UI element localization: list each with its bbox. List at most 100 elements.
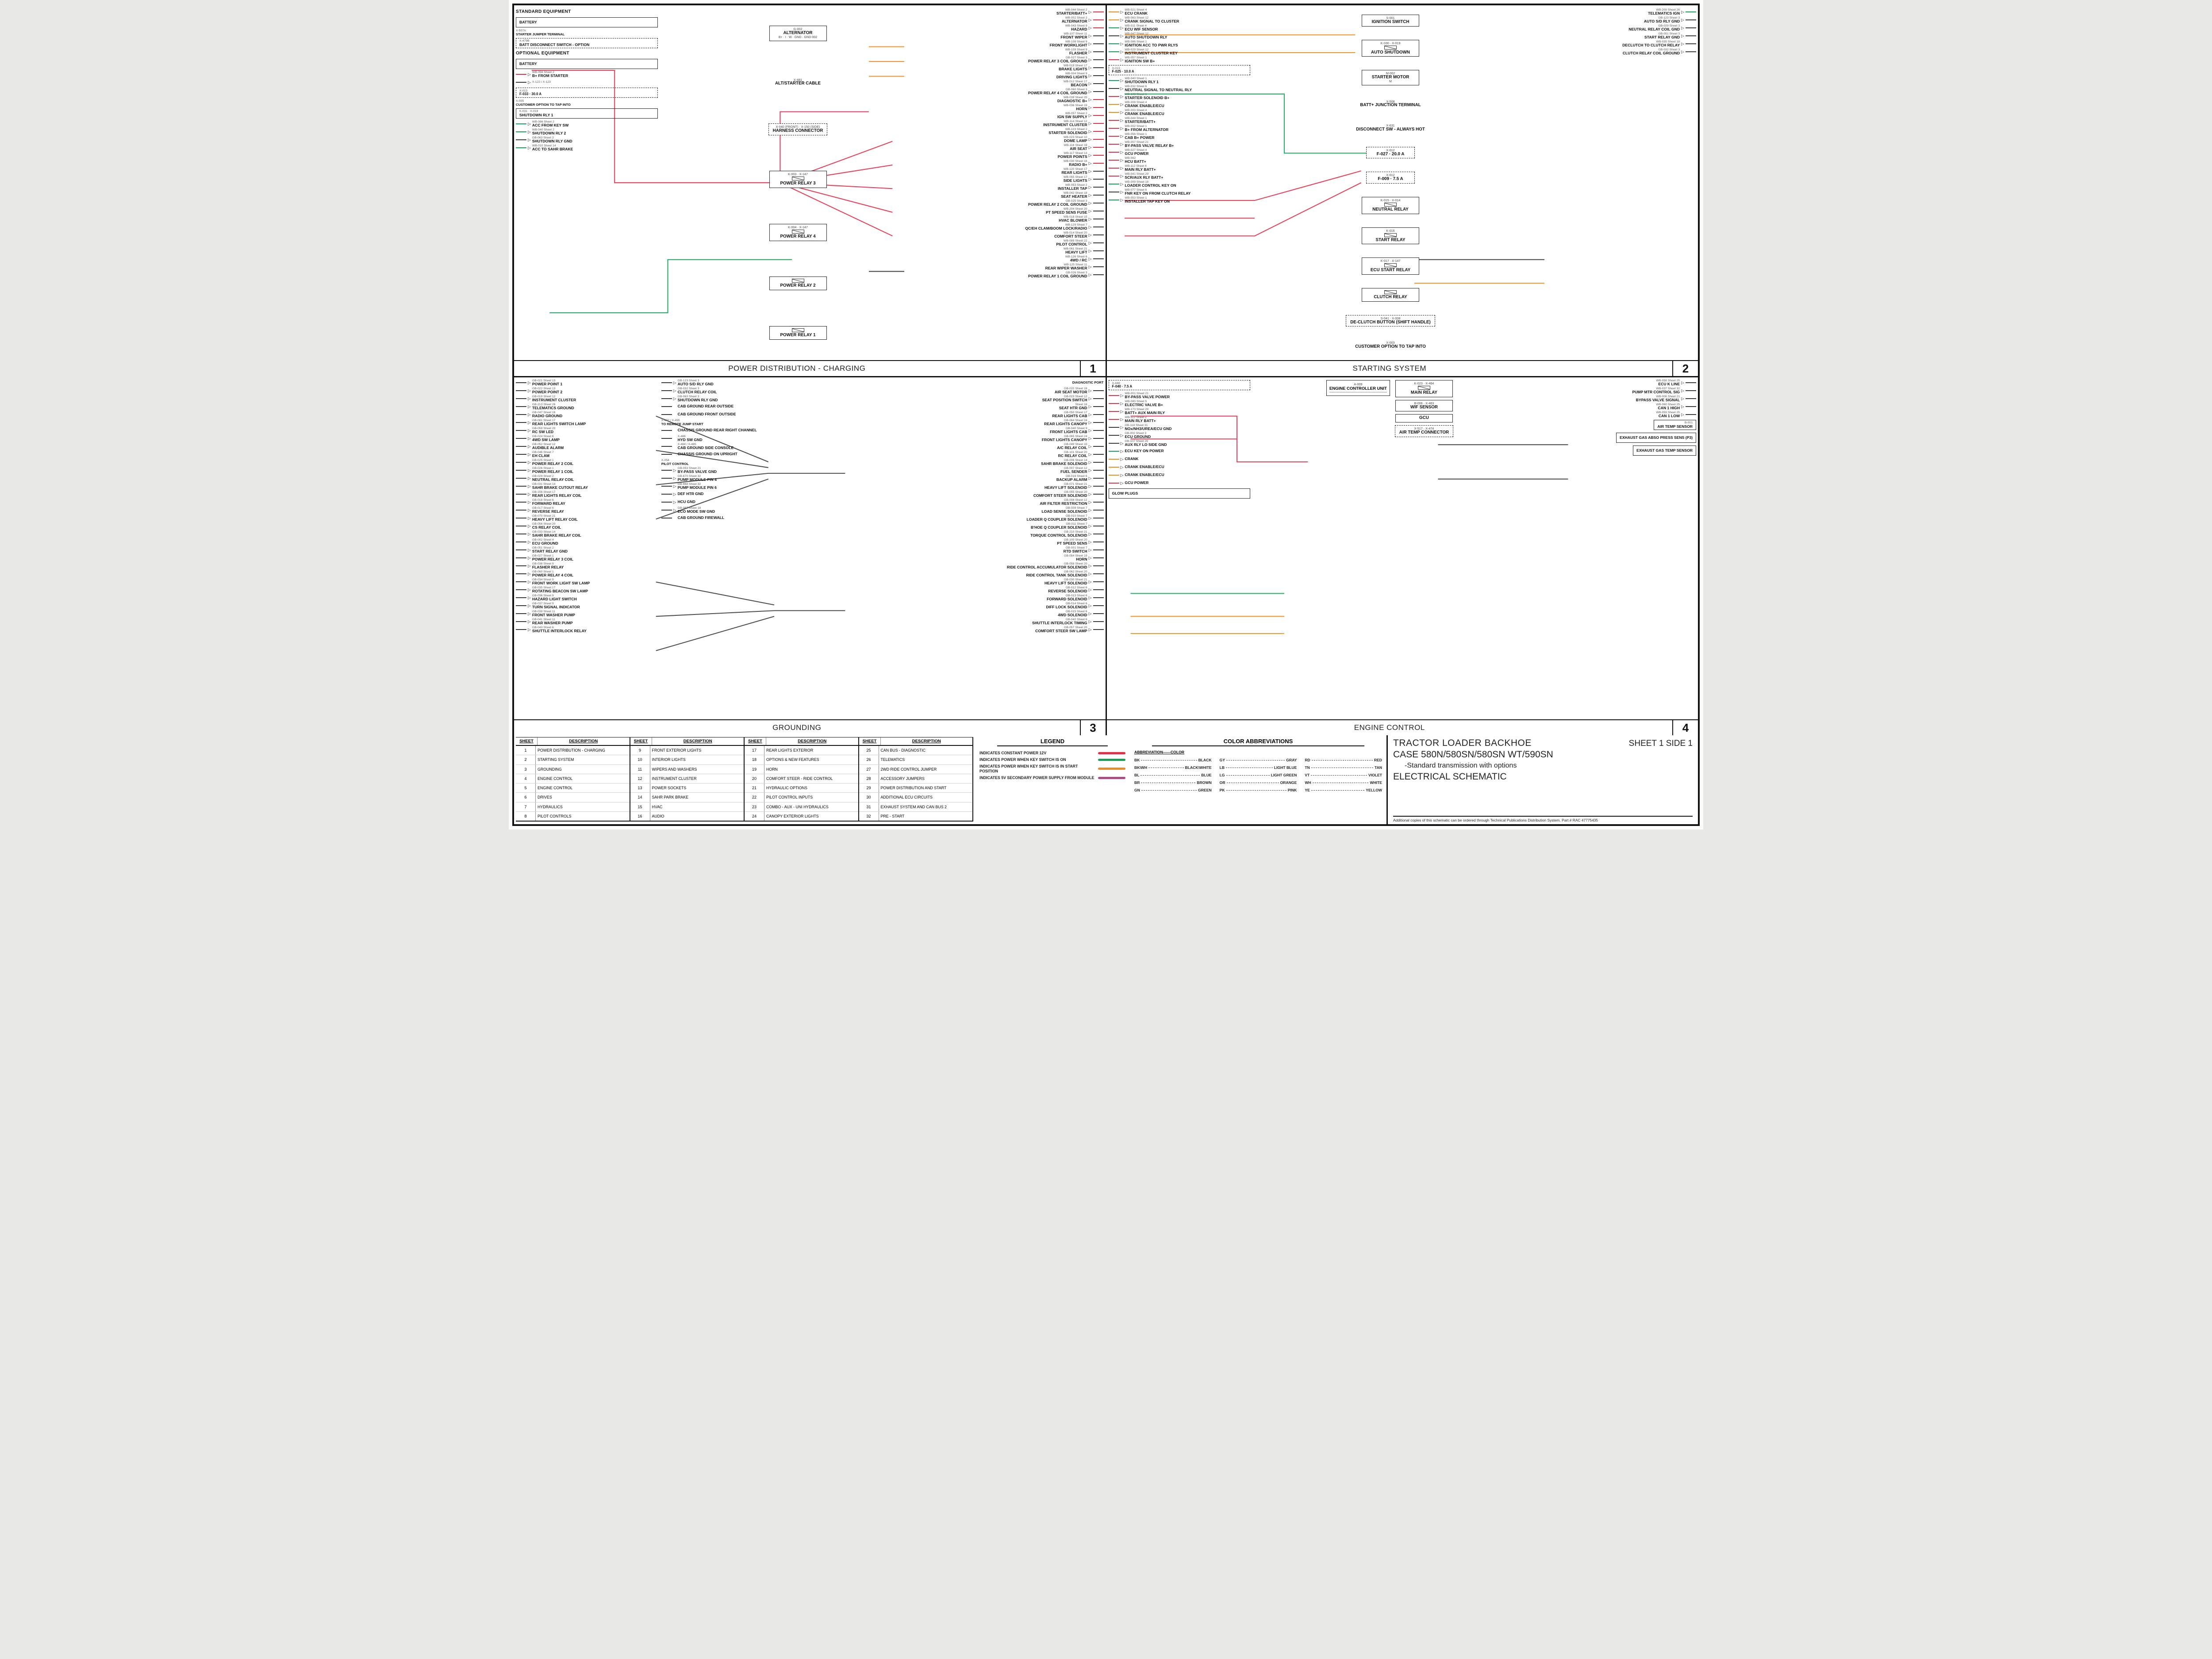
- wire-lead: [1093, 541, 1104, 543]
- terminal-meta: GB-027 Sheet 3: [1066, 56, 1087, 59]
- terminal-label: EXHAUST GAS ABSO PRESS SENS (P3): [1620, 435, 1693, 440]
- connector-arrow-icon: ▷: [528, 80, 531, 84]
- terminal-sheet-ref: Sheet 25: [1667, 379, 1680, 382]
- schematic-terminal: ▷ WB-056 Sheet 2 B+ FROM STARTER: [516, 71, 658, 78]
- terminal-meta: WB-012 Sheet 17: [1064, 80, 1087, 83]
- terminal-sheet-ref: Sheet 6: [543, 434, 554, 438]
- terminal-code: GB-107: [1125, 439, 1135, 443]
- connector-arrow-icon: ▷: [1088, 264, 1092, 269]
- terminal-sheet-ref: Sheet 9: [543, 578, 554, 581]
- terminal-sheet-ref: Sheet 2: [1077, 127, 1087, 131]
- terminal-sheet-ref: Sheet 12: [1075, 119, 1087, 123]
- terminal-label: REAR LIGHTS SWITCH LAMP: [532, 422, 586, 426]
- terminal-label: CAB B+ POWER: [1125, 135, 1155, 140]
- connector-arrow-icon: ▷: [1120, 472, 1124, 477]
- terminal-label: ECU CRANK: [1125, 11, 1148, 16]
- component-box: B-006 · X-463 WIF SENSOR: [1395, 399, 1453, 412]
- terminal-label: SAHR BRAKE RELAY COIL: [532, 533, 581, 538]
- terminal-label: F-025 · 10.0 A: [1112, 69, 1134, 73]
- description-col-header: DESCRIPTION: [569, 739, 598, 744]
- terminal-label: HORN: [1076, 107, 1087, 111]
- schematic-terminal: ▷ GB-006 Sheet 14 SAHR BRAKE SOLENOID: [1041, 459, 1104, 466]
- color-abbr: LB: [1219, 765, 1225, 770]
- terminal-meta: WB-120 Sheet 17: [1064, 168, 1087, 171]
- component-name: DISCONNECT SW - ALWAYS HOT: [1356, 127, 1425, 132]
- terminal-label: STARTER SOLENOID B+: [1125, 96, 1170, 100]
- connector-arrow-icon: ▷: [1088, 41, 1092, 46]
- terminal-sheet-ref: Sheet 6: [543, 626, 554, 629]
- schematic-terminal: ▷ GB-034 Sheet 9 FRONT WORK LIGHT SW LAM…: [516, 578, 658, 586]
- connector-arrow-icon: ▷: [528, 436, 531, 441]
- connector-arrow-icon: ▷: [1088, 468, 1092, 472]
- dotted-leader: [1226, 790, 1286, 791]
- description-col-header: DESCRIPTION: [683, 739, 712, 744]
- terminal-meta: GB-043 Sheet 6: [532, 626, 587, 629]
- terminal-meta: GB-023 Sheet 12: [1064, 395, 1087, 398]
- sheet-index-row: 18 OPTIONS & NEW FEATURES: [745, 755, 858, 764]
- terminal-label: BACKUP ALARM: [1056, 477, 1087, 482]
- terminal-sheet-ref: Sheet 7: [1077, 514, 1087, 518]
- schematic-terminal: ▷ HCU GND: [661, 499, 695, 506]
- terminal-label: BRAKE LIGHTS: [1059, 67, 1087, 72]
- connector-arrow-icon: ▷: [1120, 157, 1124, 162]
- sheet-description: POWER SOCKETS: [652, 786, 687, 791]
- connector-arrow-icon: ▷: [1120, 41, 1124, 46]
- schematic-terminal: ▷ Sheet 18 SEAT HTR GND: [1059, 403, 1104, 411]
- sheet-index-row: 23 COMBO - AUX - UNI HYDRAULICS: [745, 802, 858, 811]
- wire-lead: [661, 485, 672, 487]
- terminal-meta: GB-037 Sheet 9: [532, 602, 580, 605]
- terminal-sheet-ref: Sheet 12: [1075, 395, 1087, 398]
- quadrant-engine-control: ▷ X-448 F-040 · 7.5 A ▷ WB-001 Sheet 21 …: [1105, 376, 1698, 735]
- terminal-label: CLUTCH RELAY COIL GROUND: [1622, 51, 1680, 56]
- terminal-label: ECU K LINE: [1658, 382, 1680, 387]
- wire-lead: [516, 438, 526, 439]
- wire-lead: [1093, 59, 1104, 61]
- wire-lead: [516, 613, 526, 614]
- sheet-index-row: 32 PRE - START: [859, 811, 972, 821]
- terminal-meta: WB-019 Sheet 17: [1064, 64, 1087, 67]
- terminal-sheet-ref: Sheet 3: [1669, 24, 1680, 27]
- connector-arrow-icon: ▷: [1088, 105, 1092, 110]
- wire-lead: [1093, 250, 1104, 252]
- terminal-label: SHUTDOWN RLY 1: [519, 112, 553, 117]
- terminal-meta: GB-025 Sheet 1: [532, 459, 573, 462]
- schematic-terminal: ▷ GB-029 Sheet 3 NEUTRAL RELAY COIL GND: [1628, 24, 1696, 32]
- connector-arrow-icon: ▷: [1120, 441, 1124, 445]
- component-box: CLUTCH RELAY: [1362, 288, 1420, 302]
- color-abbreviations: COLOR ABBREVIATIONS ABBREVIATION------CO…: [1130, 735, 1386, 824]
- terminal-code: GB-047: [532, 411, 543, 414]
- wire-lead: [516, 81, 526, 83]
- schematic-terminal: ▷ X-448 F-040 · 7.5 A: [1108, 380, 1251, 390]
- terminal-code: GB-020: [1064, 387, 1075, 390]
- color-name: LIGHT BLUE: [1274, 765, 1297, 770]
- terminal-label: B'HOE Q COUPLER SOLENOID: [1030, 525, 1087, 530]
- connector-arrow-icon: ▷: [528, 380, 531, 385]
- terminal-code: GB-056: [532, 522, 543, 526]
- connector-arrow-icon: ▷: [1088, 619, 1092, 624]
- terminal-code: WB-058: [1656, 379, 1667, 382]
- terminal-label: AUTO SHUTDOWN RLY: [1125, 35, 1167, 40]
- legend-items: INDICATES CONSTANT POWER 12V INDICATES P…: [979, 749, 1125, 782]
- component-name: DE-CLUTCH BUTTON (SHIFT HANDLE): [1350, 319, 1431, 325]
- terminal-sheet-ref: Sheet 16: [543, 411, 556, 414]
- sheet-index-row: 6 DRIVES: [516, 792, 630, 802]
- terminal-meta: GB-026 Sheet 3: [1066, 271, 1087, 274]
- sheet-number: 22: [745, 793, 764, 802]
- connector-arrow-icon: ▷: [1088, 436, 1092, 441]
- terminal-code: GB-156: [532, 490, 543, 494]
- connector-arrow-icon: ▷: [1088, 121, 1092, 126]
- sheet-number: 20: [745, 774, 764, 783]
- sheet-index-row: 31 EXHAUST SYSTEM AND CAN BUS 2: [859, 802, 972, 811]
- q2-title: STARTING SYSTEM: [1352, 364, 1426, 373]
- schematic-terminal: ▷ GB-062 Sheet 20 RIDE CONTROL TANK SOLE…: [1026, 570, 1104, 578]
- wire-lead: [516, 73, 526, 75]
- component-box: G-002 ALTERNATOR B+ · I · W · GND · GND-…: [769, 26, 827, 41]
- connector-arrow-icon: ▷: [1088, 547, 1092, 552]
- schematic-terminal: ▷ OPTIONAL EQUIPMENT: [516, 50, 658, 58]
- sheet-description: PRE - START: [880, 814, 905, 818]
- component-name: MAIN RELAY: [1400, 385, 1448, 396]
- terminal-sheet-ref: Sheet 3: [1136, 431, 1147, 435]
